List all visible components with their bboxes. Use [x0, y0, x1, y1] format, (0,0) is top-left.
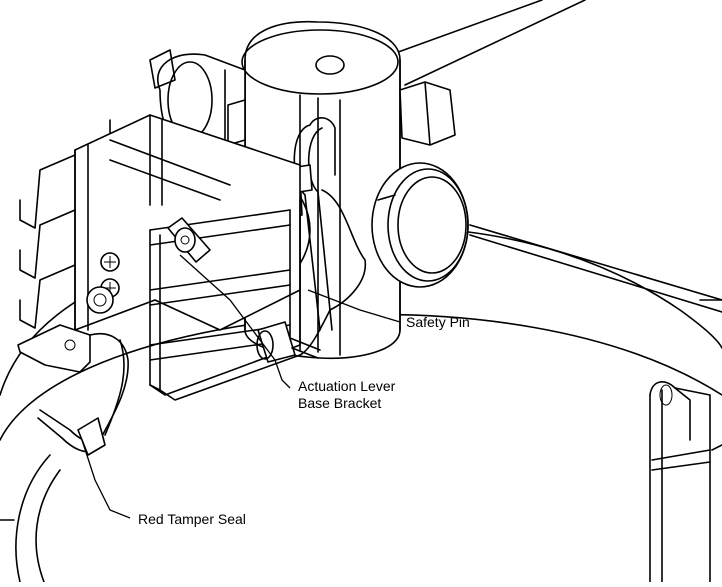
base-bracket-cage: [19, 114, 301, 401]
actuation-lever: [167, 217, 211, 263]
safety-pin: [293, 117, 367, 356]
outlet-pipe: [389, 0, 586, 86]
side-bracket: [649, 381, 722, 583]
base-bracket-label: Base Bracket: [298, 395, 382, 411]
leader-lines: [81, 254, 401, 519]
safety-pin-label: Safety Pin: [406, 314, 470, 330]
screws: [86, 252, 120, 314]
actuation-lever-leader: [179, 254, 291, 389]
side-rail: [469, 224, 722, 313]
tamper-seal: [17, 324, 129, 456]
red-tamper-seal-label: Red Tamper Seal: [138, 511, 246, 527]
right-fitting: [399, 81, 456, 146]
red-tamper-seal-leader: [81, 439, 131, 519]
safety-pin-leader: [307, 289, 401, 323]
hose-fitting: [256, 321, 321, 363]
actuation-lever-label: Actuation Lever: [298, 378, 396, 394]
pressure-gauge: [371, 162, 469, 288]
